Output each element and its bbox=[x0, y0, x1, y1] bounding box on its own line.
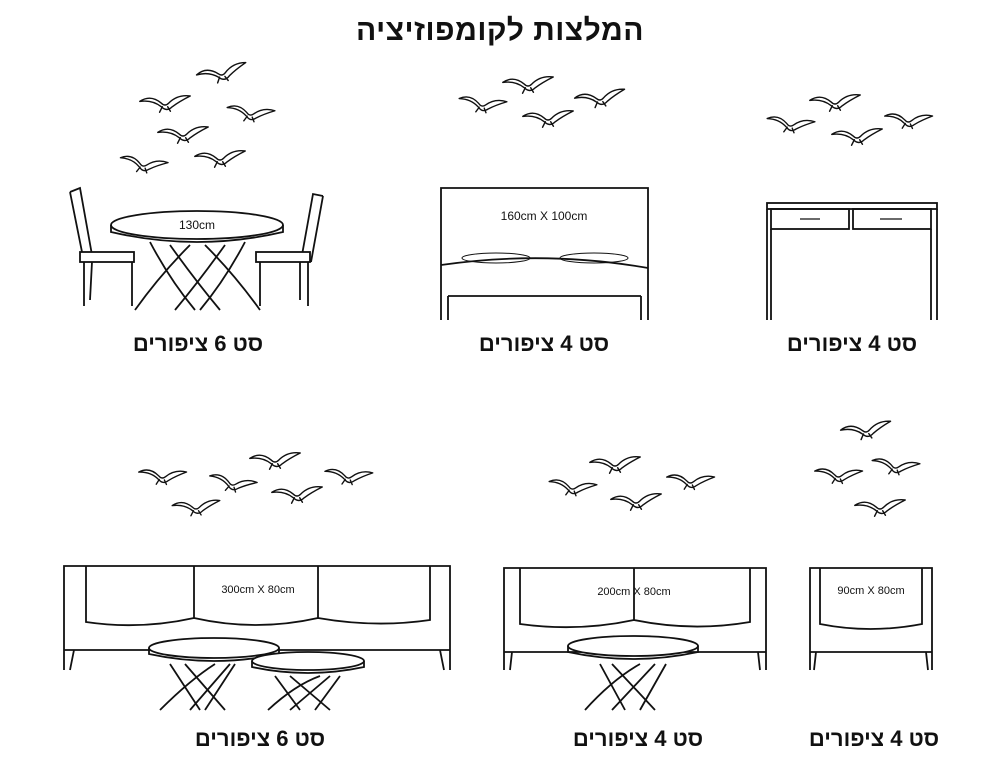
bird-icon bbox=[610, 492, 662, 511]
bird-icon bbox=[809, 93, 861, 112]
sofa-medium-panel: 200cm X 80cm bbox=[503, 455, 767, 711]
bed-dimension-label: 160cm X 100cm bbox=[501, 209, 588, 223]
bird-group-armchair bbox=[812, 420, 921, 517]
console-panel bbox=[764, 93, 938, 320]
bed-caption: סט 4 ציפורים bbox=[478, 331, 610, 356]
sofa-large-caption: סט 6 ציפורים bbox=[194, 726, 326, 751]
bed-frame bbox=[440, 187, 649, 320]
bird-icon bbox=[831, 127, 883, 146]
bird-icon bbox=[224, 101, 276, 127]
sofa-medium-dimension-label: 200cm X 80cm bbox=[597, 586, 670, 598]
bird-group-dining bbox=[117, 61, 276, 179]
sofa-medium-caption: סט 4 ציפורים bbox=[572, 726, 704, 751]
sofa-large-panel: 300cm X 80cm bbox=[63, 451, 451, 711]
bird-icon bbox=[322, 465, 374, 489]
bird-icon bbox=[249, 451, 301, 470]
bed-panel: 160cm X 100cm bbox=[440, 75, 649, 320]
bird-icon bbox=[195, 61, 249, 87]
bird-icon bbox=[854, 498, 906, 517]
bird-icon bbox=[522, 109, 574, 128]
bird-icon bbox=[839, 420, 893, 442]
bird-icon bbox=[882, 110, 934, 132]
sofa-medium bbox=[503, 567, 767, 711]
bird-group-console bbox=[764, 93, 934, 146]
bird-icon bbox=[812, 465, 864, 487]
bird-icon bbox=[502, 75, 554, 94]
bird-group-sofa-large bbox=[136, 451, 374, 517]
bird-icon bbox=[171, 499, 221, 517]
bird-icon bbox=[764, 112, 816, 138]
bird-group-bed bbox=[456, 75, 627, 128]
console-caption: סט 4 ציפורים bbox=[786, 331, 918, 356]
armchair-panel: 90cm X 80cm bbox=[809, 420, 933, 671]
bird-icon bbox=[869, 454, 921, 480]
bird-icon bbox=[573, 88, 627, 110]
bird-icon bbox=[157, 125, 209, 144]
bird-icon bbox=[139, 94, 191, 113]
sofa-large-dimension-label: 300cm X 80cm bbox=[221, 584, 294, 596]
dining-table bbox=[69, 186, 324, 311]
bird-icon bbox=[589, 455, 641, 474]
bird-icon bbox=[546, 475, 598, 501]
console-table bbox=[766, 202, 938, 320]
page-title: המלצות לקומפוזיציה bbox=[355, 14, 645, 47]
sofa-large bbox=[63, 565, 451, 711]
dining-panel: 130cm bbox=[69, 61, 324, 311]
bird-icon bbox=[271, 485, 323, 504]
bird-icon bbox=[117, 151, 169, 179]
bird-icon bbox=[456, 92, 508, 118]
armchair-caption: סט 4 ציפורים bbox=[808, 726, 940, 751]
armchair-dimension-label: 90cm X 80cm bbox=[837, 585, 904, 597]
armchair bbox=[809, 567, 933, 671]
bird-icon bbox=[194, 149, 246, 168]
bird-icon bbox=[664, 471, 716, 493]
bird-icon bbox=[136, 466, 188, 488]
bird-icon bbox=[206, 470, 258, 499]
dining-caption: סט 6 ציפורים bbox=[132, 331, 264, 356]
bird-group-sofa-medium bbox=[546, 455, 716, 511]
dining-dimension-label: 130cm bbox=[179, 218, 215, 232]
